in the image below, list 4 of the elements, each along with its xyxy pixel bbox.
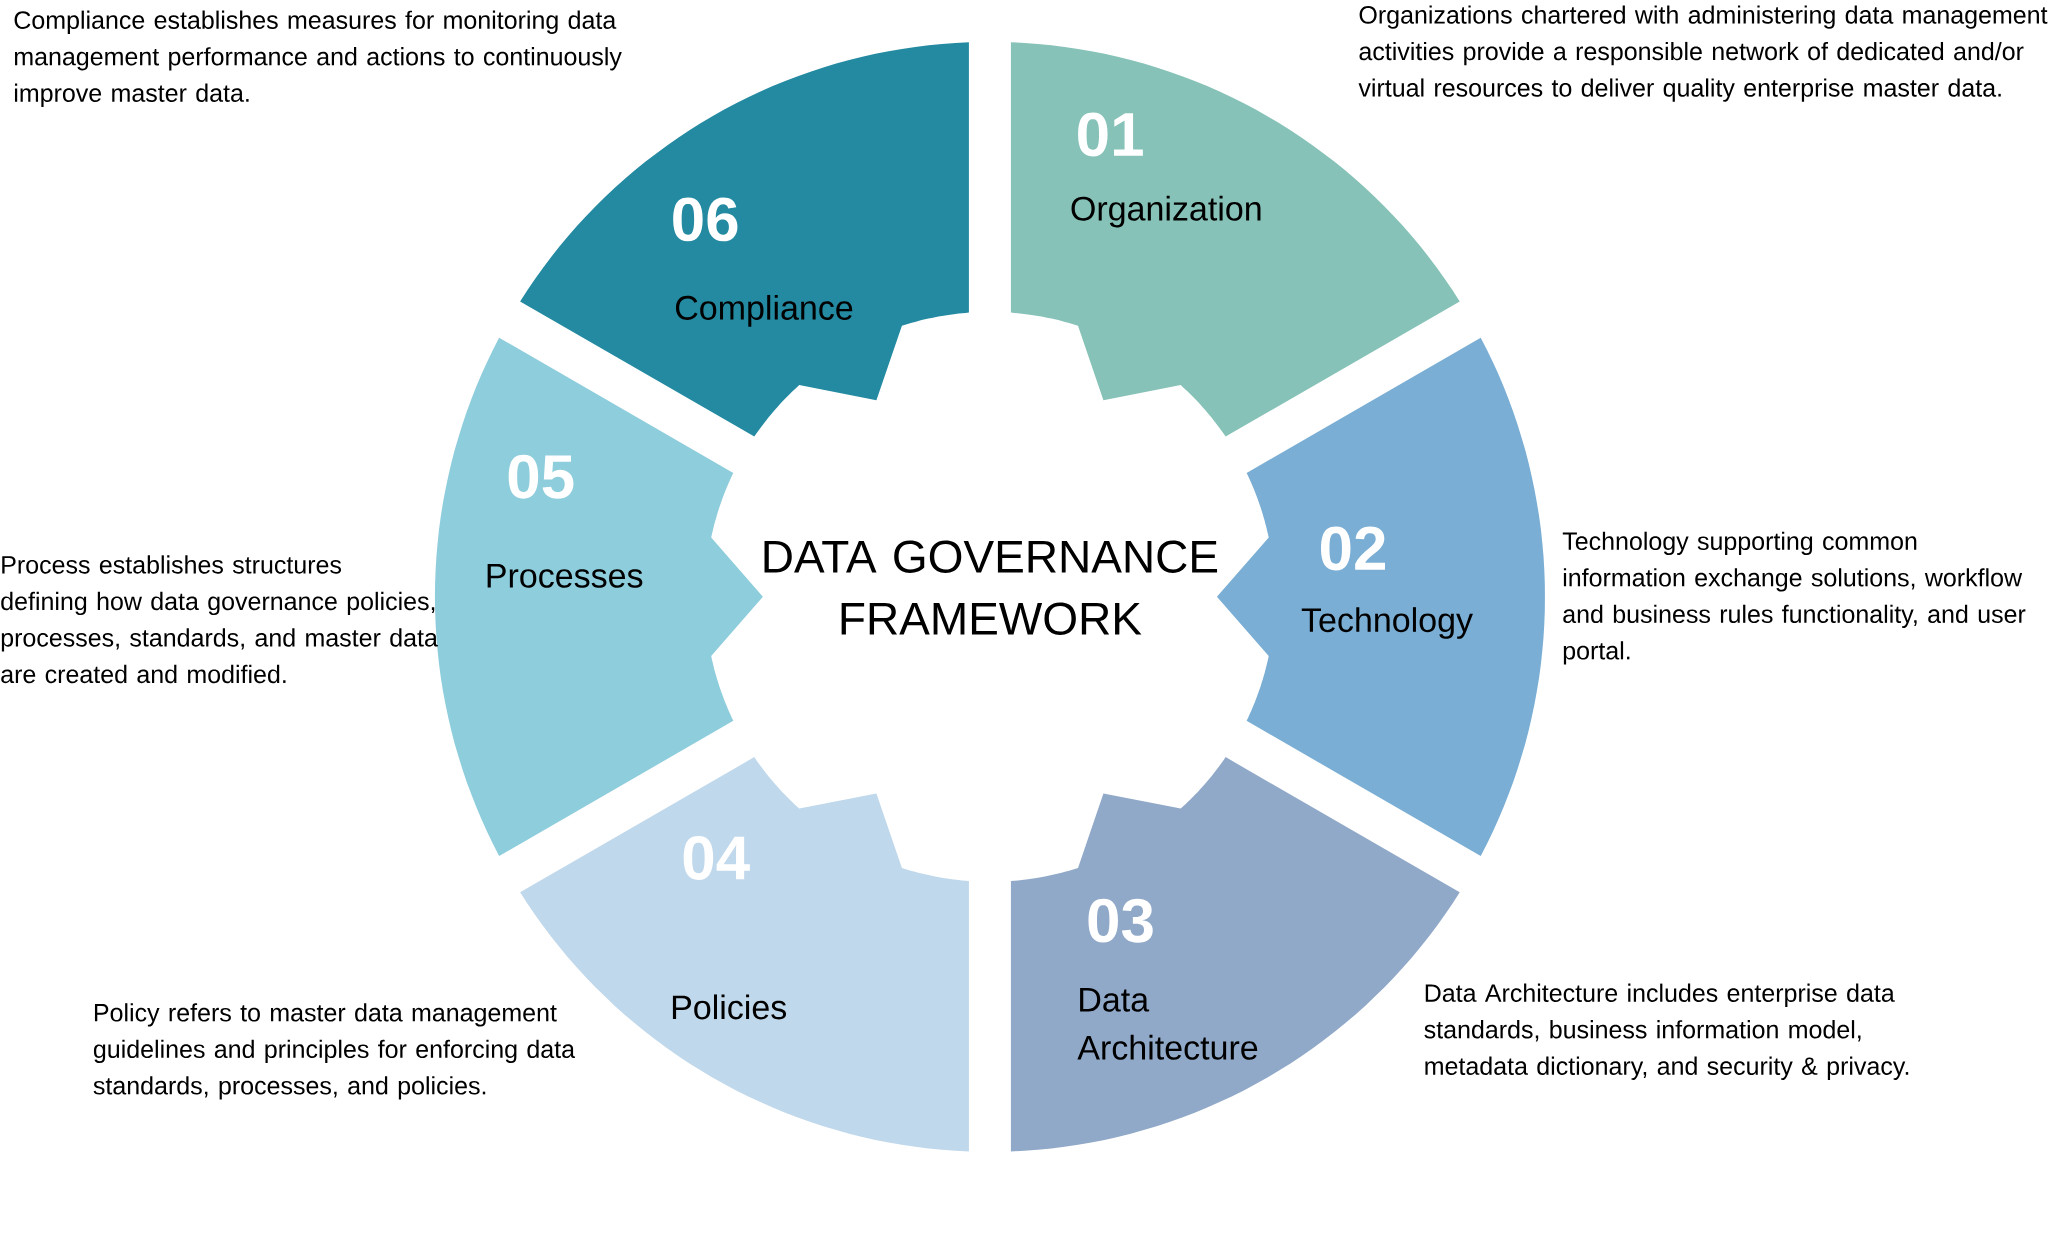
ring-segment: 02 Technology <box>1216 337 1545 856</box>
center-title: DATA GOVERNANCE FRAMEWORK <box>764 540 1218 635</box>
description-text: Compliance establishes measures for monitoring data management performance and actions to continuously improve master data. <box>14 10 622 107</box>
description-text: Technology supporting common information exchange solutions, workflow and business rules functionality, and user portal. <box>1562 531 2026 665</box>
